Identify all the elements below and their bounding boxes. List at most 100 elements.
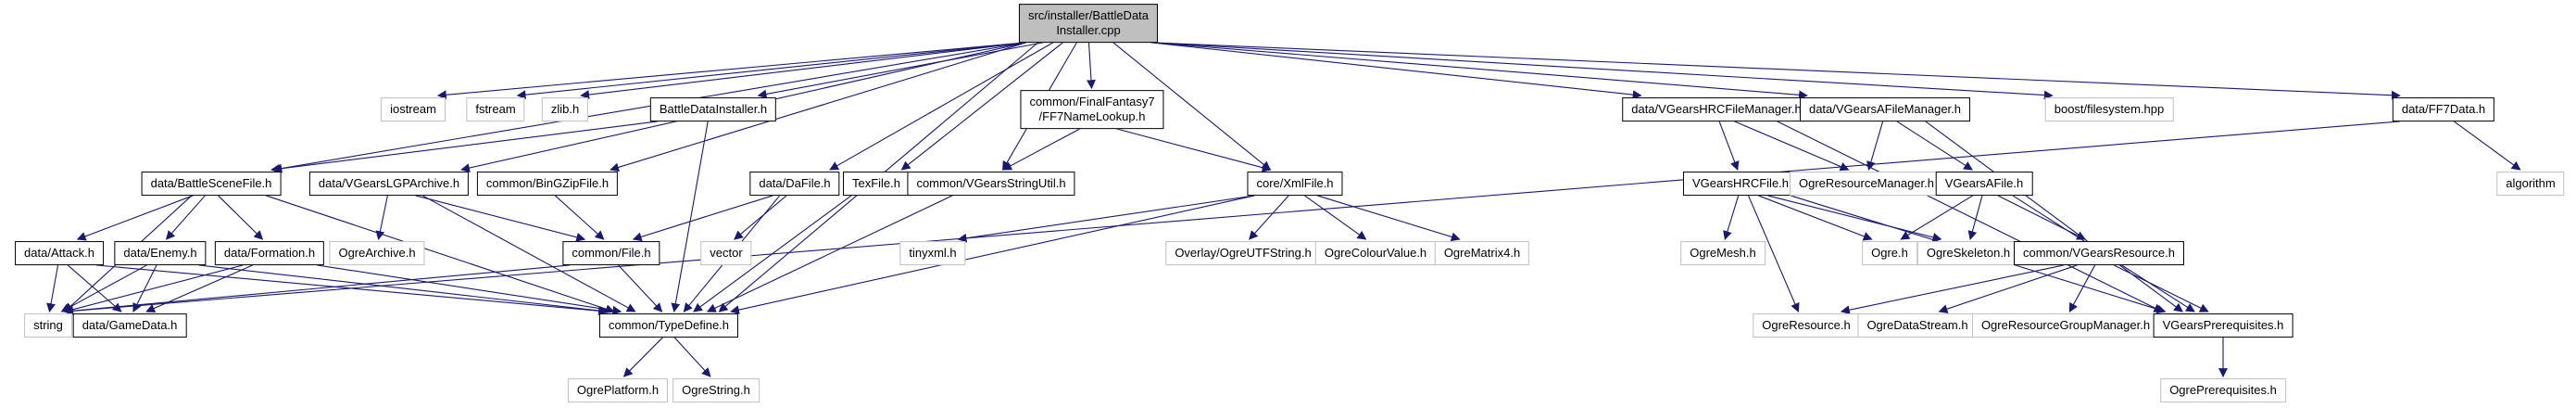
node-ogremesh: OgreMesh.h (1680, 241, 1766, 265)
edge-hrcfilemanager-to-vgearsprerequisites (1777, 121, 2164, 312)
node-file[interactable]: common/File.h (562, 241, 660, 265)
edge-afilemanager-to-ogreresourcemanager (1866, 121, 1884, 172)
edge-lgparchive-to-typedefine (421, 195, 636, 312)
node-fstream: fstream (466, 97, 525, 121)
node-ff7namelookup[interactable]: common/FinalFantasy7 /FF7NameLookup.h (1020, 90, 1164, 129)
node-bingzipfile[interactable]: common/BinGZipFile.h (476, 172, 619, 196)
node-enemy[interactable]: data/Enemy.h (114, 241, 207, 265)
edge-afilemanager-to-afile (1896, 121, 1973, 171)
node-ogrearchive: OgreArchive.h (329, 241, 425, 265)
edge-xmlfile-to-tinyxml (957, 195, 1255, 243)
edge-root-to-afilemanager (1150, 42, 1808, 100)
edge-formation-to-string (63, 264, 244, 314)
node-ogreplatform: OgrePlatform.h (567, 378, 669, 402)
edge-root-to-bingzipfile (609, 42, 1027, 172)
edge-hrcfile-to-ogre (1758, 195, 1873, 241)
edge-root-to-battlescenefile (272, 42, 1027, 173)
edge-root-to-iostream (436, 42, 1027, 100)
edge-root-to-boost_filesystem (1150, 42, 2054, 100)
edge-afilemanager-to-vgearsprerequisites (1925, 121, 2183, 312)
edge-attack-to-string (46, 264, 59, 313)
node-battlescenefile[interactable]: data/BattleSceneFile.h (141, 172, 282, 196)
edge-root-to-ff7namelookup (1087, 42, 1096, 90)
edge-vgearsresource-to-ogreresource (1840, 264, 2065, 315)
node-attack[interactable]: data/Attack.h (15, 241, 104, 265)
node-texfile[interactable]: TexFile.h (842, 172, 911, 196)
node-ogrestring: OgreString.h (672, 378, 760, 402)
node-vector: vector (700, 241, 752, 265)
edge-formation-to-typedefine (317, 264, 622, 315)
edge-vgearsresource-to-ogredatastream (1938, 264, 2078, 313)
edge-typedefine-to-ogreplatform (622, 337, 663, 377)
edge-xmlfile-to-ogrecolourvalue (1304, 195, 1367, 240)
node-ogrematrix4: OgreMatrix4.h (1434, 241, 1530, 265)
node-ogreresourcegroupmanager: OgreResourceGroupManager.h (1971, 313, 2160, 338)
edge-ff7data-to-string (63, 121, 2400, 316)
node-zlib: zlib.h (541, 97, 589, 121)
node-stringutil[interactable]: common/VGearsStringUtil.h (907, 172, 1075, 196)
edge-attack-to-gamedata (67, 264, 122, 312)
edge-hrcfilemanager-to-ogreresourcemanager (1734, 121, 1850, 172)
edge-root-to-hrcfilemanager (1150, 42, 1642, 100)
edge-battledatainstaller_h-to-battlescenefile (270, 121, 658, 173)
edge-xmlfile-to-ogrematrix4 (1317, 195, 1461, 242)
node-algorithm: algorithm (2496, 172, 2565, 196)
node-formation[interactable]: data/Formation.h (214, 241, 325, 265)
node-typedefine[interactable]: common/TypeDefine.h (598, 313, 739, 338)
edge-afile-to-ogreskeleton (1967, 195, 1983, 241)
edge-afile-to-ogre (1900, 195, 1974, 240)
edge-lgparchive-to-ogrearchive (375, 195, 388, 241)
edge-dafile-to-file (632, 195, 773, 242)
edge-root-to-zlib (580, 42, 1027, 99)
node-ogreprerequisites: OgrePrerequisites.h (2160, 378, 2286, 402)
edge-hrcfilemanager-to-hrcfile (1718, 121, 1740, 171)
node-ogre: Ogre.h (1862, 241, 1917, 265)
edge-enemy-to-gamedata (132, 264, 157, 312)
node-afilemanager[interactable]: data/VGearsAFileManager.h (1799, 97, 1971, 121)
edge-root-to-xmlfile (1112, 42, 1272, 171)
edge-ff7data-to-algorithm (2453, 121, 2521, 171)
node-string: string (24, 313, 72, 338)
edge-battlescenefile-to-formation (218, 195, 264, 240)
node-ff7data[interactable]: data/FF7Data.h (2392, 97, 2495, 121)
node-iostream: iostream (381, 97, 446, 121)
edge-root-to-texfile (900, 42, 1063, 171)
edge-afile-to-vgearsresource (1997, 195, 2087, 240)
node-lgparchive[interactable]: data/VGearsLGPArchive.h (308, 172, 470, 196)
edge-enemy-to-string (60, 264, 147, 312)
node-ogreresource: OgreResource.h (1753, 313, 1860, 338)
node-tinyxml: tinyxml.h (899, 241, 966, 265)
edge-ff7namelookup-to-stringutil (1002, 128, 1081, 171)
edge-file-to-string (63, 264, 571, 316)
node-hrcfile[interactable]: VGearsHRCFile.h (1682, 172, 1799, 196)
node-vgearsresource[interactable]: common/VGearsResource.h (2013, 241, 2185, 265)
edge-hrcfile-to-ogremesh (1723, 195, 1740, 241)
edge-ff7namelookup-to-xmlfile (1116, 128, 1272, 172)
node-ogredatastream: OgreDataStream.h (1857, 313, 1978, 338)
edge-xmlfile-to-typedefine (730, 195, 1255, 314)
edge-lgparchive-to-file (415, 195, 586, 242)
node-battledatainstaller_h[interactable]: BattleDataInstaller.h (649, 97, 777, 121)
node-root: src/installer/BattleData Installer.cpp (1018, 4, 1159, 43)
edge-root-to-fstream (516, 42, 1027, 100)
edge-battlescenefile-to-attack (76, 195, 194, 241)
edge-hrcfile-to-ogreresource (1748, 195, 1800, 312)
edge-vgearsresource-to-vgearsprerequisites (2113, 264, 2209, 312)
edge-stringutil-to-typedefine (706, 195, 953, 312)
node-ogreskeleton: OgreSkeleton.h (1916, 241, 2020, 265)
node-gamedata[interactable]: data/GameData.h (72, 313, 187, 338)
node-xmlfile[interactable]: core/XmlFile.h (1247, 172, 1343, 196)
node-boost_filesystem: boost/filesystem.hpp (2044, 97, 2174, 121)
edge-root-to-dafile (829, 42, 1054, 171)
node-hrcfilemanager[interactable]: data/VGearsHRCFileManager.h (1622, 97, 1811, 121)
node-vgearsprerequisites[interactable]: VGearsPrerequisites.h (2153, 313, 2293, 338)
edge-formation-to-gamedata (145, 264, 254, 313)
node-dafile[interactable]: data/DaFile.h (749, 172, 840, 196)
edge-file-to-typedefine (618, 264, 663, 312)
edge-typedefine-to-ogrestring (673, 337, 711, 377)
edge-root-to-ff7data (1150, 42, 2401, 100)
edge-vgearsresource-to-ogreresourcegroupmanager (2068, 264, 2096, 312)
node-afile[interactable]: VGearsAFile.h (1935, 172, 2033, 196)
edge-battledatainstaller_h-to-typedefine (671, 121, 709, 313)
